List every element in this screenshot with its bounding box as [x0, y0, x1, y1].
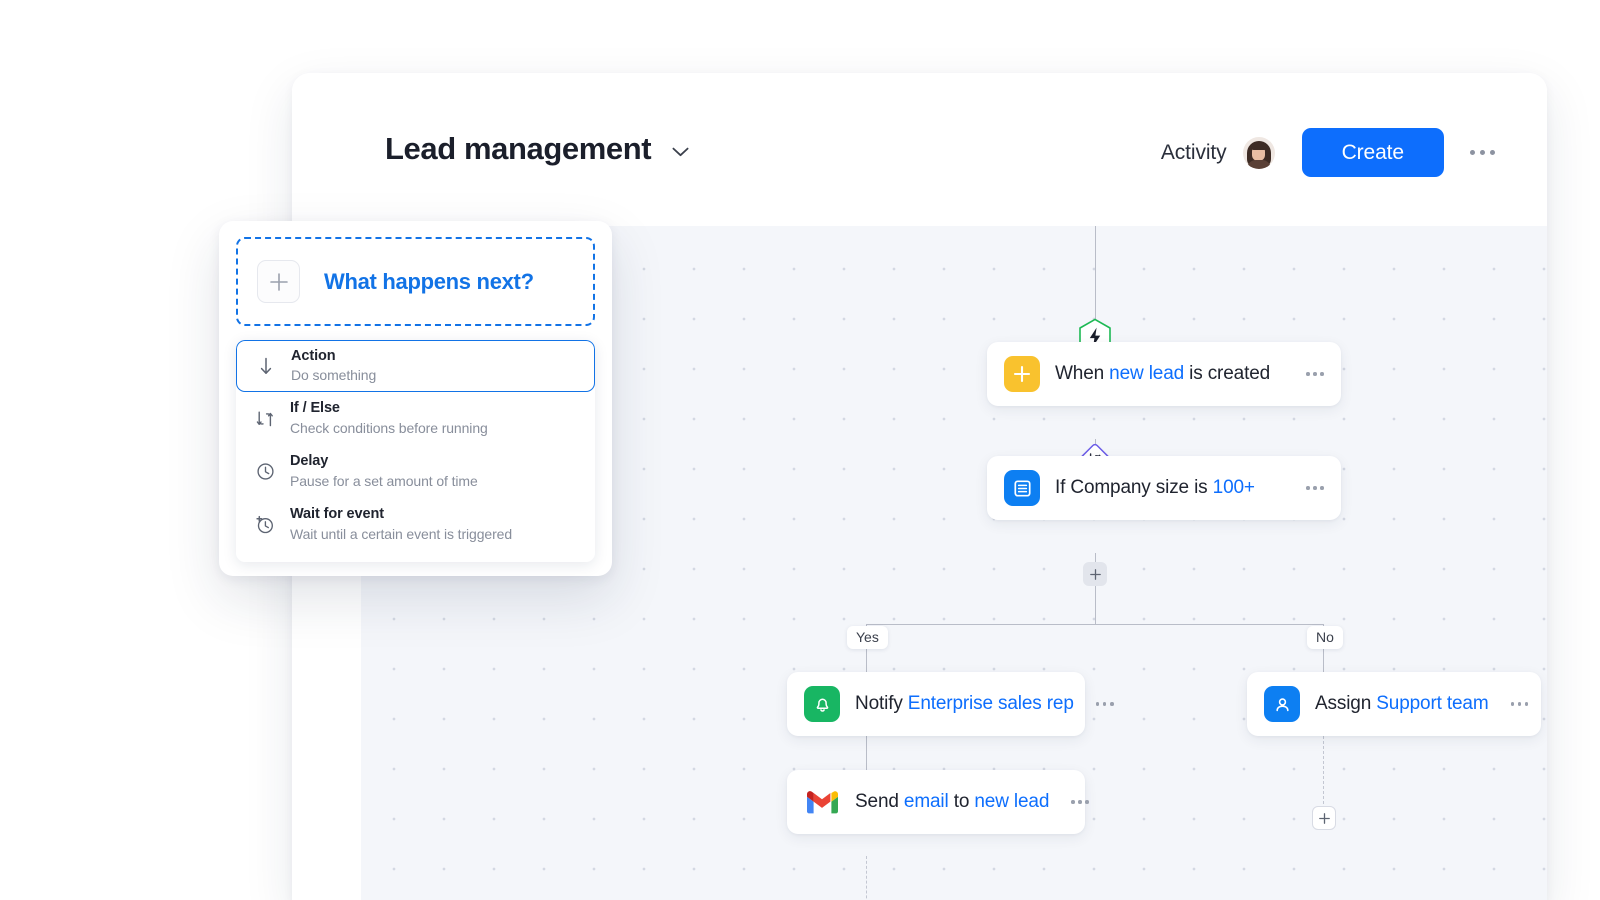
connector-split-bar: [866, 624, 1324, 626]
menu-item-wait-for-event-title: Wait for event: [290, 506, 384, 523]
add-step-after-assign-button[interactable]: [1312, 806, 1336, 830]
workflow-title-group[interactable]: Lead management: [385, 133, 689, 164]
clock-icon: [250, 462, 280, 481]
connector-notify-to-email: [866, 736, 868, 792]
connector-yes-branch: [866, 624, 868, 686]
connector-trigger-top: [1095, 226, 1097, 336]
add-step-after-condition-button[interactable]: [1083, 562, 1107, 586]
kebab-menu-icon[interactable]: [1466, 140, 1499, 165]
plus-icon[interactable]: [257, 260, 300, 303]
node-condition[interactable]: If Company size is 100+: [987, 456, 1341, 520]
node-send-email-kebab-menu-icon[interactable]: [1049, 800, 1090, 804]
list-square-icon: [1004, 470, 1040, 506]
arrow-down-icon: [251, 356, 281, 376]
connector-no-branch: [1323, 624, 1325, 686]
node-assign[interactable]: Assign Support team: [1247, 672, 1541, 736]
branch-label-no: No: [1307, 626, 1343, 650]
clock-plus-icon: [250, 515, 280, 535]
menu-item-if-else[interactable]: If / Else Check conditions before runnin…: [236, 392, 595, 445]
activity-link[interactable]: Activity: [1160, 140, 1227, 164]
menu-item-delay-title: Delay: [290, 453, 329, 470]
create-button[interactable]: Create: [1301, 128, 1444, 177]
connector-condition-to-split: [1095, 553, 1097, 625]
branch-if-else-icon: [250, 409, 280, 429]
what-happens-next-placeholder[interactable]: What happens next?: [236, 237, 595, 326]
plus-icon: [1318, 812, 1330, 824]
connector-email-tail: [866, 856, 867, 900]
menu-item-wait-for-event[interactable]: Wait for event Wait until a certain even…: [236, 498, 595, 551]
node-assign-kebab-menu-icon[interactable]: [1489, 702, 1529, 706]
step-type-menu: Action Do something If / Else Check cond…: [236, 340, 595, 562]
node-trigger-label: When new lead is created: [1055, 363, 1271, 384]
node-assign-label: Assign Support team: [1315, 693, 1489, 714]
menu-item-delay[interactable]: Delay Pause for a set amount of time: [236, 445, 595, 498]
connector-assign-tail: [1323, 736, 1324, 804]
avatar[interactable]: [1242, 136, 1275, 169]
menu-item-action[interactable]: Action Do something: [236, 340, 595, 392]
page-title: Lead management: [385, 131, 652, 166]
node-notify-label: Notify Enterprise sales rep: [855, 693, 1074, 714]
bell-icon: [804, 686, 840, 722]
app-header: Lead management Activity Create: [292, 73, 1547, 226]
node-notify-kebab-menu-icon[interactable]: [1074, 702, 1114, 706]
menu-item-wait-for-event-subtitle: Wait until a certain event is triggered: [290, 525, 513, 542]
header-actions: Activity Create: [1161, 128, 1499, 177]
menu-item-action-subtitle: Do something: [291, 367, 377, 384]
what-happens-next-label: What happens next?: [324, 268, 534, 294]
menu-item-if-else-subtitle: Check conditions before running: [290, 419, 488, 436]
menu-item-if-else-title: If / Else: [290, 400, 340, 417]
node-send-email[interactable]: Send email to new lead: [787, 770, 1090, 834]
node-trigger-kebab-menu-icon[interactable]: [1284, 372, 1324, 376]
node-trigger[interactable]: When new lead is created: [987, 342, 1341, 406]
menu-item-delay-subtitle: Pause for a set amount of time: [290, 472, 478, 489]
plus-icon: [1089, 568, 1101, 580]
node-condition-label: If Company size is 100+: [1055, 477, 1255, 498]
person-icon: [1264, 686, 1300, 722]
gmail-icon: [804, 784, 840, 820]
plus-square-icon: [1004, 356, 1040, 392]
chevron-down-icon[interactable]: [672, 147, 689, 157]
branch-label-yes: Yes: [847, 626, 888, 650]
node-send-email-label: Send email to new lead: [855, 791, 1050, 812]
node-condition-kebab-menu-icon[interactable]: [1284, 486, 1324, 490]
what-happens-next-popover: What happens next? Action Do something: [219, 221, 612, 576]
menu-item-action-title: Action: [291, 347, 336, 364]
node-notify[interactable]: Notify Enterprise sales rep: [787, 672, 1114, 736]
